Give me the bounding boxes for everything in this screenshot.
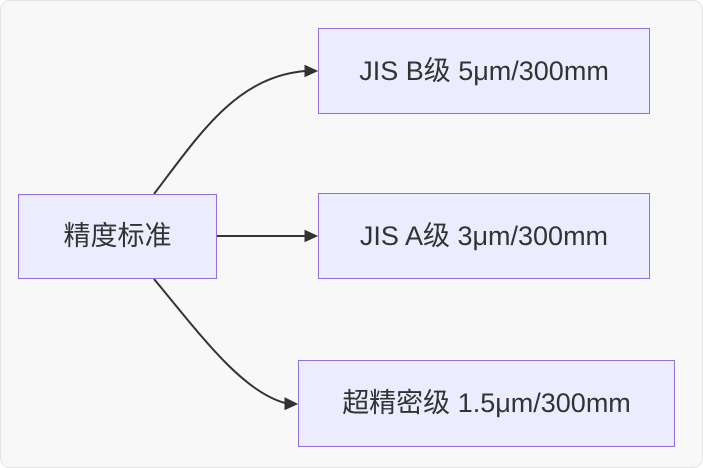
node-jis-a-label: JIS A级 3μm/300mm [359, 220, 609, 251]
arrow-root-to-ultra [153, 278, 299, 411]
node-root: 精度标准 [18, 194, 217, 279]
arrow-line [153, 278, 286, 404]
arrowhead-icon [304, 229, 319, 243]
node-ultra: 超精密级 1.5μm/300mm [298, 360, 675, 447]
arrowhead-icon [304, 64, 319, 78]
arrow-root-to-jis-a [217, 229, 319, 243]
node-ultra-label: 超精密级 1.5μm/300mm [342, 388, 631, 419]
arrow-root-to-jis-b [153, 64, 319, 195]
node-jis-b: JIS B级 5μm/300mm [318, 28, 650, 114]
arrowhead-icon [284, 397, 299, 411]
node-jis-a: JIS A级 3μm/300mm [318, 193, 650, 279]
arrow-line [153, 70, 306, 195]
node-jis-b-label: JIS B级 5μm/300mm [359, 55, 609, 86]
node-root-label: 精度标准 [63, 221, 172, 252]
